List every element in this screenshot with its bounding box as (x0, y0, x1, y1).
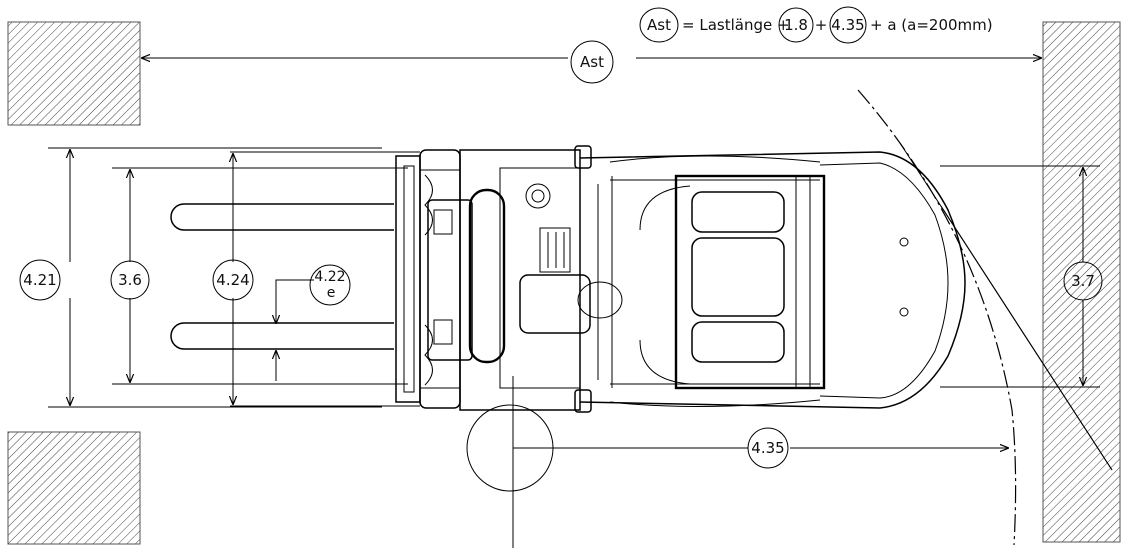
formula-term1-circle (778, 7, 814, 43)
extension-lines-left (48, 147, 420, 408)
label-422-sub-text: e (327, 285, 336, 301)
label-422: 4.22 e (309, 264, 351, 306)
formula-ast-circle (639, 7, 679, 43)
formula-term2-circle (829, 6, 867, 44)
fork-lower (170, 322, 394, 350)
label-424: 4.24 (212, 259, 254, 301)
wall-bottom-left (7, 431, 141, 545)
label-421: 4.21 (19, 259, 61, 301)
turning-radius-arc (857, 89, 1113, 546)
wall-top-left (7, 21, 141, 126)
truck-body (579, 151, 966, 409)
label-37-text: 3.7 (1071, 272, 1095, 290)
label-422-text: 4.22 (314, 269, 345, 285)
formula-tail-text: + a (a=200mm) (870, 16, 993, 34)
ast-formula: Ast = Lastlänge + 1.8 + 4.35 + a (a=200m… (639, 6, 993, 44)
steer-axle-circle (466, 376, 554, 548)
label-ast-text: Ast (580, 53, 604, 71)
label-435: 4.35 (747, 427, 789, 469)
label-36-text: 3.6 (118, 271, 142, 289)
fork-carriage (395, 149, 506, 409)
formula-ast-text: Ast (647, 16, 671, 34)
label-36: 3.6 (110, 260, 150, 300)
fork-upper (170, 203, 394, 231)
formula-term1-text: 1.8 (784, 16, 808, 34)
front-chassis (459, 145, 623, 413)
formula-plus-text: + (815, 16, 828, 34)
formula-equals-text: = Lastlänge + (682, 16, 790, 34)
label-424-text: 4.24 (216, 271, 249, 289)
wall-right (1042, 21, 1121, 543)
label-ast: Ast (570, 40, 614, 84)
label-435-text: 4.35 (751, 439, 784, 457)
formula-term2-text: 4.35 (831, 16, 864, 34)
overhead-guard (674, 174, 826, 390)
label-37: 3.7 (1063, 261, 1103, 301)
dim-37-line (940, 165, 1100, 388)
dim-422-line (262, 279, 314, 381)
label-421-text: 4.21 (23, 271, 56, 289)
